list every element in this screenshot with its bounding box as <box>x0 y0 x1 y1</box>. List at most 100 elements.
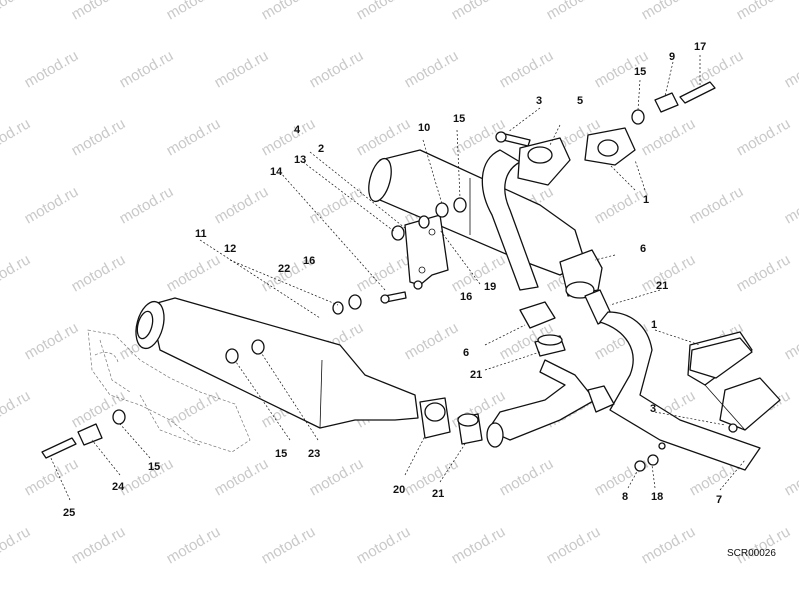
watermark-text: motod.ru <box>544 523 604 567</box>
parts-layer <box>41 81 781 472</box>
watermark-text: motod.ru <box>212 183 272 227</box>
watermark-text: motod.ru <box>402 319 462 363</box>
callout-21-lower: 21 <box>432 488 444 500</box>
watermark-text: motod.ru <box>0 523 33 567</box>
callout-3-upper: 3 <box>536 95 542 107</box>
callout-20: 20 <box>393 484 405 496</box>
callout-21-middle: 21 <box>470 369 482 381</box>
callout-8: 8 <box>622 491 628 503</box>
upper-connector-sleeve <box>559 249 613 325</box>
callout-21-upper: 21 <box>656 280 668 292</box>
watermark-text: motod.ru <box>0 251 33 295</box>
watermark-text: motod.ru <box>734 523 794 567</box>
callout-15-upper-mid: 15 <box>453 113 465 125</box>
callout-3-lower: 3 <box>650 403 656 415</box>
watermark-text: motod.ru <box>259 115 319 159</box>
front-silencer <box>135 297 419 429</box>
watermark-text: motod.ru <box>639 0 699 23</box>
watermark-text: motod.ru <box>687 47 747 91</box>
callout-23: 23 <box>308 448 320 460</box>
watermark-text: motod.ru <box>0 387 33 431</box>
watermark-text: motod.ru <box>782 319 799 363</box>
callout-16-lower: 16 <box>460 291 472 303</box>
callout-labels: 1 1 2 3 3 4 5 6 6 7 8 9 10 11 12 13 14 1… <box>63 41 722 519</box>
fasteners <box>41 81 738 472</box>
watermark-text: motod.ru <box>639 523 699 567</box>
watermark-text: motod.ru <box>259 523 319 567</box>
watermark-text: motod.ru <box>307 47 367 91</box>
watermark-text: motod.ru <box>259 0 319 23</box>
callout-25: 25 <box>63 507 75 519</box>
watermark-text: motod.ru <box>69 0 129 23</box>
callout-17: 17 <box>694 41 706 53</box>
watermark-text: motod.ru <box>0 115 33 159</box>
watermark-text: motod.ru <box>449 0 509 23</box>
watermark-text: motod.ru <box>639 251 699 295</box>
watermark-text: motod.ru <box>164 0 224 23</box>
watermark-text: motod.ru <box>164 115 224 159</box>
watermark-text: motod.ru <box>22 319 82 363</box>
callout-24: 24 <box>112 481 125 493</box>
watermark-text: motod.ru <box>354 251 414 295</box>
watermark-text: motod.ru <box>0 0 33 23</box>
watermark-text: motod.ru <box>687 183 747 227</box>
watermark-text: motod.ru <box>734 0 794 23</box>
watermark-text: motod.ru <box>782 183 799 227</box>
watermark-text: motod.ru <box>117 455 177 499</box>
watermark-text: motod.ru <box>69 387 129 431</box>
callout-15-left: 15 <box>148 461 160 473</box>
watermark-text: motod.ru <box>212 455 272 499</box>
watermark-text: motod.ru <box>449 523 509 567</box>
watermark-text: motod.ru <box>782 455 799 499</box>
watermark-text: motod.ru <box>164 387 224 431</box>
callout-22: 22 <box>278 263 290 275</box>
watermark-text: motod.ru <box>497 47 557 91</box>
callout-19: 19 <box>484 281 496 293</box>
frame-bracket-outline <box>87 329 251 453</box>
callout-15-lower-mid: 15 <box>275 448 287 460</box>
callout-4: 4 <box>294 124 301 136</box>
y-collector-pipe <box>486 311 761 471</box>
watermark-text: motod.ru <box>354 0 414 23</box>
watermark-text: motod.ru <box>69 523 129 567</box>
watermark-text: motod.ru <box>497 455 557 499</box>
lower-connector-sleeve <box>457 413 483 445</box>
callout-15-top-right: 15 <box>634 66 646 78</box>
watermark-text: motod.ru <box>69 251 129 295</box>
callout-1-upper: 1 <box>643 194 649 206</box>
callout-6-lower: 6 <box>463 347 469 359</box>
watermark-text: motod.ru <box>544 0 604 23</box>
watermark-text: motod.ru <box>402 47 462 91</box>
lower-clamp <box>419 397 451 439</box>
callout-13: 13 <box>294 154 306 166</box>
watermark-text: motod.ru <box>354 115 414 159</box>
callout-18: 18 <box>651 491 663 503</box>
rear-exhaust-flange <box>584 127 636 166</box>
watermark-text: motod.ru <box>212 47 272 91</box>
drawing-code: SCR00026 <box>727 548 776 559</box>
middle-connector-sleeve <box>534 334 566 357</box>
callout-9: 9 <box>669 51 675 63</box>
watermark-text: motod.ru <box>164 251 224 295</box>
watermark-text: motod.ru <box>69 115 129 159</box>
watermark-text: motod.ru <box>117 183 177 227</box>
callout-10: 10 <box>418 122 430 134</box>
callout-16-upper: 16 <box>303 255 315 267</box>
watermark-text: motod.ru <box>164 523 224 567</box>
front-exhaust-flange <box>689 337 753 379</box>
callout-6-upper: 6 <box>640 243 646 255</box>
callout-12: 12 <box>224 243 236 255</box>
callout-11: 11 <box>195 228 207 240</box>
callout-1-lower: 1 <box>651 319 657 331</box>
watermark-text: motod.ru <box>734 251 794 295</box>
watermark-text: motod.ru <box>734 115 794 159</box>
callout-14: 14 <box>270 166 283 178</box>
watermark-text: motod.ru <box>307 455 367 499</box>
watermark-text: motod.ru <box>354 523 414 567</box>
watermark-text: motod.ru <box>22 183 82 227</box>
callout-5: 5 <box>577 95 583 107</box>
watermark-text: motod.ru <box>22 455 82 499</box>
callout-2: 2 <box>318 143 324 155</box>
middle-clamp <box>519 301 556 329</box>
